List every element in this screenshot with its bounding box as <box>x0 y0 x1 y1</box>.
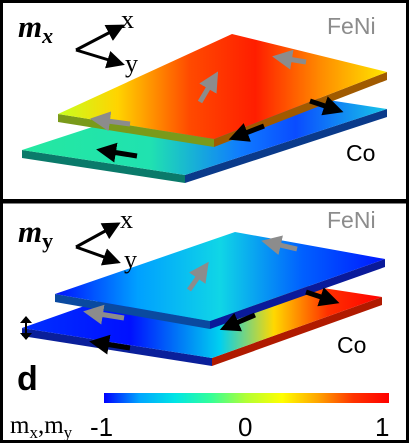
y-axis-label: y <box>124 245 137 274</box>
axes-triad: x y <box>75 5 138 78</box>
colorbar-gradient <box>104 393 389 403</box>
feni-magnetization-arrow <box>197 71 219 104</box>
axes-triad: x y <box>75 205 137 274</box>
spacing-indicator <box>20 316 32 340</box>
colorbar-tick-max: 1 <box>375 412 389 442</box>
feni-magnetization-arrow <box>261 235 298 255</box>
co-layer-edge-side <box>185 109 387 183</box>
colorbar-label: mx,my <box>10 412 73 442</box>
co-magnetization-arrow <box>219 312 256 332</box>
x-axis-label: x <box>121 5 134 34</box>
panel-component-label: mx <box>18 9 53 48</box>
feni-magnetization-arrow <box>90 111 131 132</box>
spacing-label: d <box>17 360 38 398</box>
panel-my: x y my FeNi Co d mx,my -1 0 1 <box>0 200 409 443</box>
component-subscript: y <box>42 228 53 253</box>
co-magnetization-arrow <box>309 96 344 116</box>
co-layer-label: Co <box>346 140 375 166</box>
co-magnetization-arrow <box>305 287 340 307</box>
feni-layer-my <box>55 232 385 329</box>
colorbar-tick-mid: 0 <box>238 412 252 442</box>
co-magnetization-arrow <box>96 142 138 163</box>
component-symbol: m <box>18 9 42 44</box>
component-subscript: x <box>41 23 53 48</box>
colorbar-tick-min: -1 <box>90 412 113 442</box>
co-layer-label: Co <box>337 332 366 358</box>
panel-mx: x y mx FeNi Co <box>0 0 409 202</box>
x-axis-arrow <box>75 24 125 52</box>
x-axis-label: x <box>120 205 133 234</box>
co-magnetization-arrow <box>228 123 265 142</box>
feni-magnetization-arrow <box>83 304 125 325</box>
co-layer-edge-front <box>22 150 185 183</box>
feni-layer-label: FeNi <box>327 207 376 233</box>
co-magnetization-arrow <box>89 334 131 355</box>
x-axis-arrow <box>75 222 121 249</box>
panel-frame <box>0 200 409 443</box>
component-symbol: m <box>18 214 42 249</box>
feni-layer-edge-front <box>55 294 210 329</box>
feni-magnetization-arrow <box>272 49 307 70</box>
spacing-arrowhead-down <box>20 333 32 340</box>
co-layer-edge-side <box>212 297 382 366</box>
feni-layer-edge-side <box>210 259 385 329</box>
feni-layer-label: FeNi <box>327 13 376 39</box>
feni-layer-surface <box>55 232 385 321</box>
spacing-arrowhead-up <box>20 316 32 323</box>
y-axis-arrow <box>75 245 121 266</box>
panel-component-label: my <box>18 214 53 253</box>
colorbar: mx,my -1 0 1 <box>10 393 389 442</box>
y-axis-label: y <box>125 49 138 78</box>
y-axis-arrow <box>75 48 125 69</box>
feni-magnetization-arrow <box>186 261 209 292</box>
